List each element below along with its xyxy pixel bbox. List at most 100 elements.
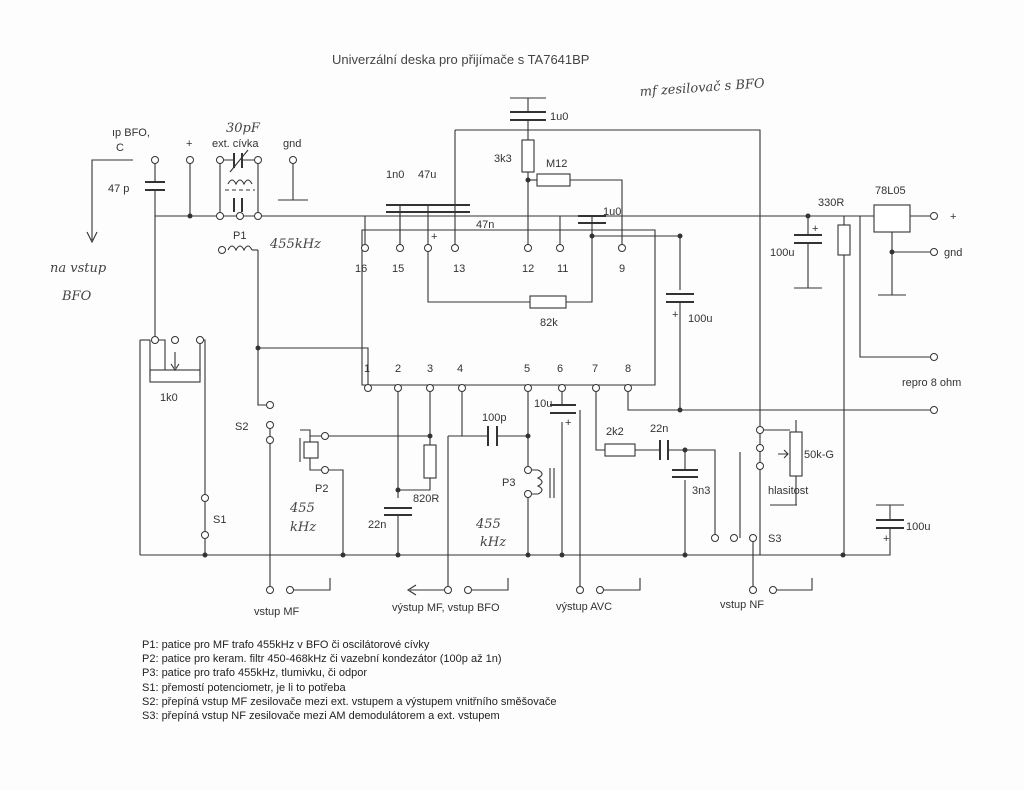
capacitor-100u-mid [666,293,694,303]
label-p3: P3 [502,477,515,489]
label-vystup-mf-bfo: výstup MF, vstup BFO [392,602,500,614]
label-3n3: 3n3 [692,485,710,497]
resistor-330r [837,224,851,256]
junction-dots [187,177,895,558]
pin-label-11: 11 [557,263,568,275]
label-p1: P1 [233,230,246,242]
bfo-arrow [86,159,133,244]
potentiometer-50k [789,431,803,477]
label-gnd-out: gnd [944,247,962,259]
note-s1: S1: přemostí potenciometr, je li to potř… [142,681,346,694]
label-1u0-top: 1u0 [550,111,568,123]
label-2k2: 2k2 [606,426,624,438]
label-p2: P2 [315,483,328,495]
label-10u: 10u [534,398,552,410]
label-100p: 100p [482,412,506,424]
capacitor-22n-left [384,507,412,516]
pin-label-16: 16 [355,263,367,275]
resistor-m12 [536,173,571,187]
label-78l05: 78L05 [875,185,906,197]
label-1u0-mid: 1u0 [603,206,621,218]
resistor-82k [529,295,567,309]
handwritten-subtitle: mf zesilovač s BFO [639,76,765,100]
capacitor-47p [145,181,165,191]
note-p3: P3: patice pro trafo 455kHz, tlumivku, č… [142,667,367,680]
pin-label-5: 5 [524,363,530,375]
label-47u: 47u [418,169,436,181]
label-ip-bfo: ıp BFO, [112,127,150,139]
label-plus-top: + [186,138,192,150]
resistor-820r [423,444,437,479]
pin-label-3: 3 [427,363,433,375]
label-455-p3: 455 [475,517,501,532]
label-m12: M12 [546,158,567,170]
capacitor-10u [550,404,576,414]
plus-100u-mid: + [672,309,678,321]
plus-100u-bottom: + [883,533,889,545]
capacitor-47u [414,204,442,213]
component-notes: P1: patice pro MF trafo 455kHz v BFO či … [142,638,742,723]
plus-47u: + [431,231,437,243]
note-p2: P2: patice pro keram. filtr 450-468kHz č… [142,653,502,666]
note-s2: S2: přepíná vstup MF zesilovače mezi ext… [142,695,557,708]
capacitor-3n3 [672,469,698,478]
label-khz-p3: kHz [480,535,506,550]
capacitor-47n [442,204,470,213]
label-repro: repro 8 ohm [902,377,961,389]
label-820r: 820R [413,493,439,505]
label-82k: 82k [540,317,558,329]
label-47p: 47 p [108,183,129,195]
label-s3: S3 [768,533,781,545]
label-100u-left: 100u [770,247,794,259]
capacitor-100u-left [794,234,822,289]
label-330r: 330R [818,197,844,209]
label-1n0: 1n0 [386,169,404,181]
pin-label-1: 1 [364,363,370,375]
label-vstup-nf: vstup NF [720,599,764,611]
regulator-78l05 [873,204,911,233]
label-3k3: 3k3 [494,153,512,165]
diagram-title: Univerzální deska pro přijímače s TA7641… [332,52,589,67]
capacitor-100u-bottom [876,504,904,545]
pin-label-2: 2 [395,363,401,375]
pin-label-8: 8 [625,363,631,375]
label-hlasitost: hlasitost [768,485,808,497]
label-s1: S1 [213,514,226,526]
label-s2: S2 [235,421,248,433]
ground-symbol-top [278,160,308,201]
label-vstup-mf: vstup MF [254,606,300,618]
capacitor-1u0-top [510,97,546,121]
p1-coil [227,245,258,252]
ic-ta7641bp [361,229,656,386]
note-s3: S3: přepíná vstup NF zesilovače mezi AM … [142,710,500,723]
pin-label-13: 13 [453,263,465,275]
label-khz-p2: kHz [290,520,316,535]
p2-ceramic-filter [299,438,319,462]
pin-label-12: 12 [522,263,534,275]
pin-circles [151,156,938,594]
capacitor-22n-right [659,440,669,460]
label-plus-out: + [950,211,956,223]
label-455-p2: 455 [289,501,315,516]
label-47n: 47n [476,219,494,231]
label-22n-left: 22n [368,519,386,531]
potentiometer-1k0 [149,369,201,383]
capacitor-100p [487,426,498,446]
ground-symbols-bottom [290,578,813,596]
label-50k: 50k-G [804,449,834,461]
label-ext-civka: ext. cívka [212,138,259,150]
label-455khz-p1: 455kHz [269,237,321,252]
pin-label-9: 9 [619,263,625,275]
pin-label-4: 4 [457,363,463,375]
resistor-2k2 [604,443,636,457]
label-bfo: BFO [61,289,92,304]
pin-label-7: 7 [592,363,598,375]
capacitor-1u0-mid [578,215,606,224]
label-30pf: 30pF [226,121,261,136]
label-100u-bottom: 100u [906,521,930,533]
label-gnd-top: gnd [283,138,301,150]
capacitor-1n0 [386,204,414,248]
label-22n-right: 22n [650,423,668,435]
label-vystup-avc: výstup AVC [556,601,612,613]
